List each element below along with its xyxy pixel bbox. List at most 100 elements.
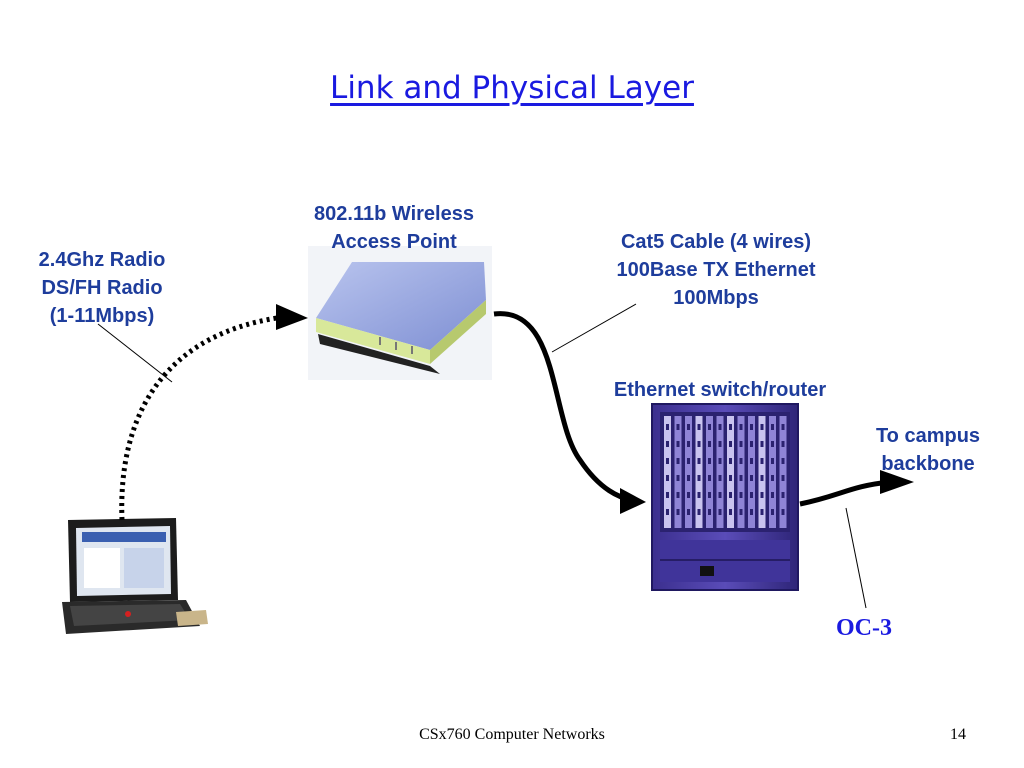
oc3-leader-line (845, 507, 867, 609)
switch-port (687, 441, 690, 447)
cable-label: Cat5 Cable (4 wires) 100Base TX Ethernet… (588, 228, 844, 312)
access-point-label-line: 802.11b Wireless (314, 203, 474, 225)
switch-port (739, 424, 743, 430)
switch-port (729, 475, 732, 481)
switch-port (708, 424, 711, 430)
switch-port (750, 475, 753, 481)
switch-port (718, 458, 722, 464)
switch-port (781, 424, 785, 430)
switch-port (666, 458, 669, 464)
switch-port (697, 475, 701, 481)
switch-port (750, 424, 753, 430)
switch-port (771, 475, 774, 481)
switch-port (676, 492, 680, 498)
switch-port (687, 424, 690, 430)
switch-port (750, 458, 753, 464)
oc3-label: OC-3 (836, 615, 892, 641)
switch-port (718, 441, 722, 447)
switch-port (718, 492, 722, 498)
switch-port (760, 424, 764, 430)
switch-port (697, 509, 701, 515)
switch-slot (737, 416, 745, 528)
switch-slot (769, 416, 776, 528)
switch-port (729, 441, 732, 447)
switch-port (708, 509, 711, 515)
switch-port (760, 475, 764, 481)
switch-port (718, 509, 722, 515)
footer-course: CSx760 Computer Networks (419, 726, 605, 743)
switch-port (739, 492, 743, 498)
switch-port (708, 441, 711, 447)
switch-port (750, 509, 753, 515)
switch-slot (664, 416, 671, 528)
switch-port (729, 424, 732, 430)
switch-port (708, 492, 711, 498)
switch-port (676, 441, 680, 447)
switch-port (781, 492, 785, 498)
radio-label-line: DS/FH Radio (41, 277, 163, 299)
switch-port (666, 424, 669, 430)
switch-port (718, 475, 722, 481)
switch-port (750, 492, 753, 498)
slide-title: Link and Physical Layer (330, 70, 694, 106)
switch-port (697, 441, 701, 447)
switch-port (687, 475, 690, 481)
wireless-link (119, 313, 293, 521)
switch-port (708, 458, 711, 464)
access-point-label-line: Access Point (331, 231, 457, 253)
cable-label-line: 100Base TX Ethernet (616, 259, 816, 281)
switch-port (718, 424, 722, 430)
cat5-arrowhead (620, 488, 646, 514)
switch-port (760, 509, 764, 515)
switch-port (687, 509, 690, 515)
switch-port (781, 475, 785, 481)
switch-port (771, 424, 774, 430)
switch-slot (748, 416, 755, 528)
switch-port (697, 424, 701, 430)
switch-port (687, 458, 690, 464)
cable-label-line: 100Mbps (673, 287, 759, 309)
switch-port (666, 441, 669, 447)
switch-port (729, 492, 732, 498)
switch-slot (716, 416, 724, 528)
access-point-label: 802.11b Wireless Access Point (286, 200, 502, 256)
switch-label: Ethernet switch/router (613, 379, 827, 401)
laptop-icon (62, 518, 208, 634)
backbone-arrowhead (880, 470, 914, 494)
switch-slot (727, 416, 734, 528)
switch-port (781, 458, 785, 464)
switch-port (750, 441, 753, 447)
switch-slot (706, 416, 713, 528)
switch-port (729, 458, 732, 464)
switch-port (739, 441, 743, 447)
cable-leader-line (551, 303, 637, 353)
wireless-arrowhead (276, 304, 308, 330)
switch-slot (758, 416, 766, 528)
switch-slot (695, 416, 703, 528)
backbone-label-line: To campus (875, 425, 981, 447)
switch-slot (674, 416, 682, 528)
access-point-icon (308, 246, 492, 380)
switch-port (739, 509, 743, 515)
switch-port (760, 492, 764, 498)
switch-slot (779, 416, 787, 528)
switch-port (760, 441, 764, 447)
radio-label-line: (1-11Mbps) (49, 305, 155, 327)
cable-label-line: Cat5 Cable (4 wires) (620, 231, 812, 253)
switch-port (697, 492, 701, 498)
switch-port (666, 475, 669, 481)
switch-port (676, 509, 680, 515)
switch-router-icon (651, 403, 799, 591)
radio-label: 2.4Ghz Radio DS/FH Radio (1-11Mbps) (18, 246, 186, 330)
switch-port (676, 424, 680, 430)
switch-port (771, 509, 774, 515)
switch-port (708, 475, 711, 481)
switch-port (687, 492, 690, 498)
switch-port (771, 458, 774, 464)
switch-port (771, 492, 774, 498)
backbone-label: To campus backbone (858, 422, 998, 478)
switch-port (781, 441, 785, 447)
switch-port (771, 441, 774, 447)
switch-port (760, 458, 764, 464)
